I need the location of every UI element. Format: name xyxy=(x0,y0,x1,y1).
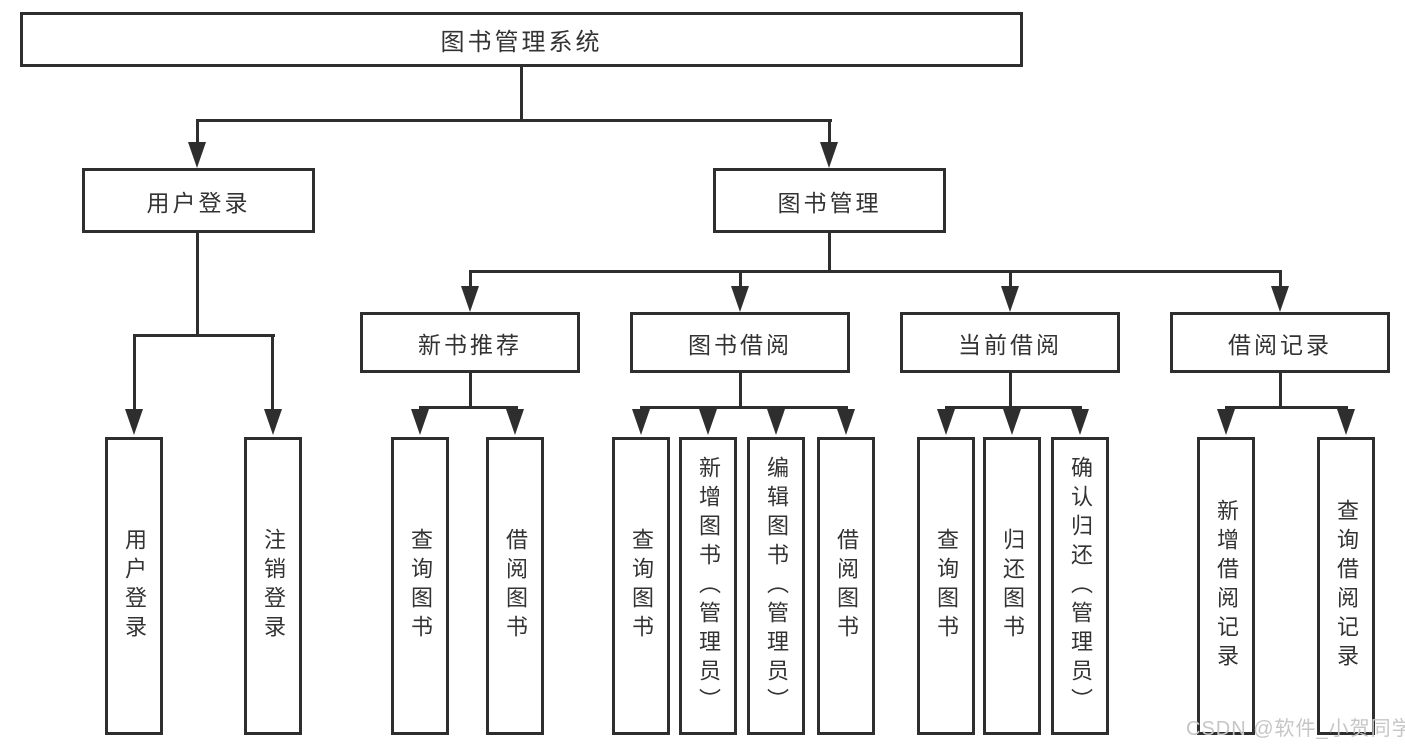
connector-root-stem xyxy=(520,66,523,122)
node-user-login-branch: 用户登录 xyxy=(82,168,315,233)
connector-current-stem xyxy=(1009,372,1012,408)
arrowhead-down-icon xyxy=(937,409,955,435)
node-borrow-records: 借阅记录 xyxy=(1170,312,1390,373)
connector-stem xyxy=(196,119,199,147)
arrowhead-down-icon xyxy=(125,409,143,435)
arrowhead-down-icon xyxy=(731,286,749,312)
leaf-current-query-books: 查询图书 xyxy=(917,437,975,735)
connector-stem xyxy=(739,270,742,288)
leaf-current-return-books: 归还图书 xyxy=(983,437,1041,735)
connector-stem xyxy=(469,270,472,288)
leaf-newbook-query-books: 查询图书 xyxy=(391,437,449,735)
leaf-records-add-record: 新增借阅记录 xyxy=(1197,437,1255,735)
arrowhead-down-icon xyxy=(411,409,429,435)
leaf-records-query-record: 查询借阅记录 xyxy=(1317,437,1375,735)
arrowhead-down-icon xyxy=(1337,409,1355,435)
leaf-newbook-borrow-books: 借阅图书 xyxy=(486,437,544,735)
connector-mgmt-spreader xyxy=(469,270,1282,273)
leaf-borrow-borrow-books: 借阅图书 xyxy=(817,437,875,735)
node-book-management-branch: 图书管理 xyxy=(713,168,946,233)
leaf-borrow-edit-books-admin: 编辑图书（管理员） xyxy=(747,437,805,735)
connector-stem xyxy=(1279,270,1282,288)
connector-login-stem xyxy=(196,232,199,336)
connector-records-stem xyxy=(1279,372,1282,408)
connector-root-spreader xyxy=(196,119,832,122)
connector-stem xyxy=(828,119,831,147)
connector-records-spreader xyxy=(1225,406,1348,409)
node-root-system: 图书管理系统 xyxy=(20,12,1023,67)
arrowhead-down-icon xyxy=(1003,409,1021,435)
connector-login-spreader xyxy=(133,334,275,337)
connector-borrow-stem xyxy=(739,372,742,408)
arrowhead-down-icon xyxy=(820,142,838,168)
leaf-current-confirm-return-admin: 确认归还（管理员） xyxy=(1051,437,1109,735)
csdn-watermark: CSDN @软件_小贺同学 xyxy=(1186,718,1405,740)
connector-newbook-stem xyxy=(469,372,472,408)
connector-mgmt-stem xyxy=(828,232,831,273)
arrowhead-down-icon xyxy=(461,286,479,312)
arrowhead-down-icon xyxy=(506,409,524,435)
arrowhead-down-icon xyxy=(264,409,282,435)
node-book-borrowing: 图书借阅 xyxy=(630,312,850,373)
connector-stem xyxy=(271,334,274,412)
leaf-borrow-add-books-admin: 新增图书（管理员） xyxy=(679,437,737,735)
node-new-book-recommend: 新书推荐 xyxy=(360,312,580,373)
arrowhead-down-icon xyxy=(1271,286,1289,312)
arrowhead-down-icon xyxy=(632,409,650,435)
connector-stem xyxy=(1009,270,1012,288)
connector-stem xyxy=(133,334,136,412)
node-current-borrowing: 当前借阅 xyxy=(900,312,1120,373)
connector-newbook-spreader xyxy=(419,406,518,409)
arrowhead-down-icon xyxy=(188,142,206,168)
arrowhead-down-icon xyxy=(1071,409,1089,435)
arrowhead-down-icon xyxy=(1001,286,1019,312)
leaf-logout: 注销登录 xyxy=(244,437,302,735)
connector-borrow-spreader xyxy=(640,406,848,409)
arrowhead-down-icon xyxy=(699,409,717,435)
leaf-user-login: 用户登录 xyxy=(105,437,163,735)
leaf-borrow-query-books: 查询图书 xyxy=(612,437,670,735)
arrowhead-down-icon xyxy=(1217,409,1235,435)
arrowhead-down-icon xyxy=(767,409,785,435)
arrowhead-down-icon xyxy=(837,409,855,435)
